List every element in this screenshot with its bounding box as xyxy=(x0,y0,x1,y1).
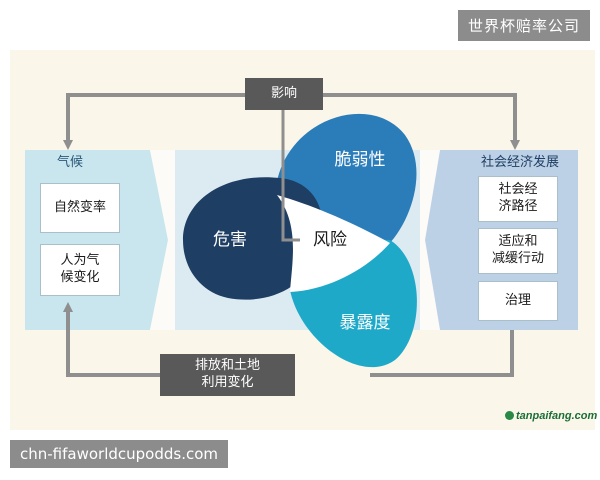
emissions-label-line2: 利用变化 xyxy=(201,375,254,390)
socio-item-adaptation: 适应和 减缓行动 xyxy=(478,228,558,274)
risk-label: 风险 xyxy=(313,230,347,250)
influence-to-risk-line xyxy=(281,110,300,242)
exposure-label: 暴露度 xyxy=(339,313,391,333)
influence-box: 影响 xyxy=(245,78,323,110)
vulnerability-label: 脆弱性 xyxy=(334,150,386,170)
top-watermark-badge: 世界杯赔率公司 xyxy=(457,10,590,41)
influence-arrow-right xyxy=(322,93,520,150)
risk-center xyxy=(277,195,390,292)
climate-item-anthropogenic: 人为气 候变化 xyxy=(40,244,120,296)
emissions-arrow-left-segment xyxy=(63,302,160,377)
bottom-watermark-badge: chn-fifaworldcupodds.com xyxy=(10,440,229,468)
climate-band xyxy=(25,150,168,330)
socio-item-governance: 治理 xyxy=(478,281,558,321)
hazard-label: 危害 xyxy=(213,230,247,250)
influence-label: 影响 xyxy=(270,85,297,101)
emissions-arrow-right-segment xyxy=(370,330,514,377)
socio-item-pathways: 社会经 济路径 xyxy=(478,176,558,222)
emissions-box: 排放和土地 利用变化 xyxy=(160,354,295,396)
logo: tanpaifang.com xyxy=(505,410,597,422)
socio-title: 社会经济发展 xyxy=(480,155,559,170)
climate-item-natural-variability: 自然变率 xyxy=(40,183,120,233)
emissions-label-line1: 排放和土地 xyxy=(194,358,260,374)
logo-leaf-icon xyxy=(505,411,514,420)
climate-title: 气候 xyxy=(56,155,83,170)
influence-arrow-left xyxy=(63,93,245,150)
